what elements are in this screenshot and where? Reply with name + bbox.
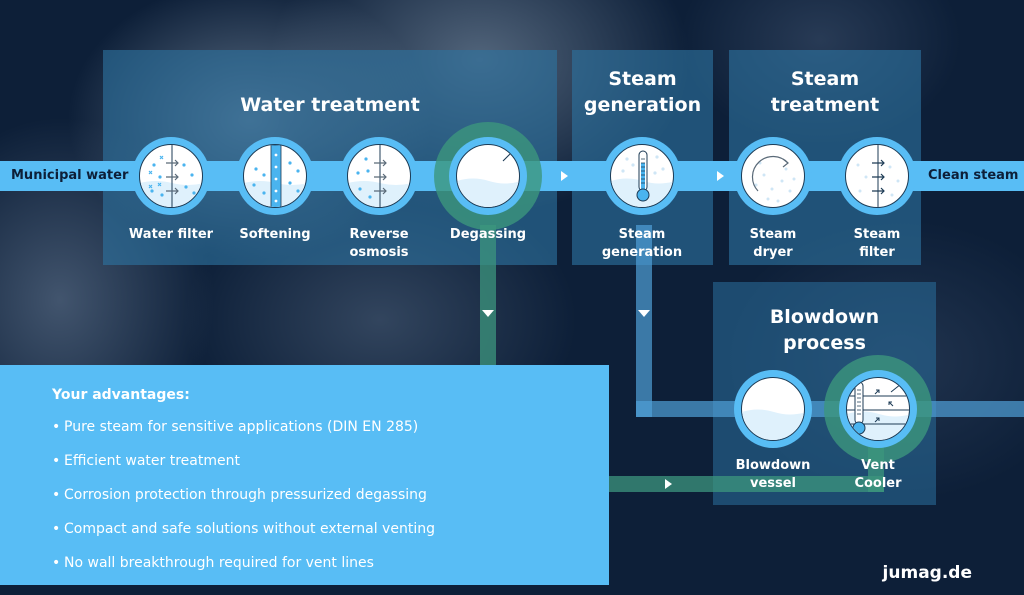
node-blowdown-vessel[interactable]	[734, 370, 812, 448]
node-reverse-osmosis[interactable]	[340, 137, 418, 215]
label-steam-filter-2: filter	[859, 245, 895, 260]
advantage-item: •Corrosion protection through pressurize…	[52, 478, 609, 512]
panel-title-steam-generation-2: generation	[583, 94, 702, 116]
filter-icon	[140, 145, 202, 207]
advantage-text: Compact and safe solutions without exter…	[64, 521, 435, 537]
label-steam-filter-1: Steam	[853, 227, 901, 242]
label-reverse-osmosis-1: Reverse	[349, 227, 409, 242]
node-steam-generation[interactable]	[603, 137, 681, 215]
municipal-water-label: Municipal water	[11, 168, 129, 183]
thermometer-icon	[611, 150, 673, 207]
flow-arrow-icon	[561, 171, 568, 181]
flow-arrow-down-icon	[482, 310, 494, 317]
node-steam-dryer[interactable]	[734, 137, 812, 215]
label-steam-dryer-1: Steam	[749, 227, 797, 242]
clean-steam-label: Clean steam	[928, 168, 1019, 183]
node-water-filter[interactable]	[132, 137, 210, 215]
advantage-text: Efficient water treatment	[64, 453, 240, 469]
advantage-item: •Pure steam for sensitive applications (…	[52, 410, 609, 444]
degassing-tank-icon	[457, 150, 519, 207]
label-reverse-osmosis-2: osmosis	[349, 245, 409, 260]
bullet-icon: •	[52, 487, 61, 503]
flow-arrow-icon	[665, 479, 672, 489]
bullet-icon: •	[52, 555, 61, 571]
panel-title-steam-generation-1: Steam	[608, 68, 677, 90]
vent-return-pipe	[609, 476, 884, 492]
filter-icon	[856, 145, 900, 207]
label-vent-cooler-2: Cooler	[854, 476, 902, 491]
advantage-text: No wall breakthrough required for vent l…	[64, 555, 374, 571]
node-steam-filter[interactable]	[838, 137, 916, 215]
panel-title-steam-treatment-1: Steam	[790, 68, 860, 90]
node-vent-cooler[interactable]	[839, 370, 917, 448]
node-degassing[interactable]	[449, 137, 527, 215]
advantages-title: Your advantages:	[52, 387, 190, 403]
panel-title-water-treatment: Water treatment	[240, 94, 420, 116]
bullet-icon: •	[52, 521, 61, 537]
flow-arrow-icon	[717, 171, 724, 181]
advantage-text: Corrosion protection through pressurized…	[64, 487, 427, 503]
heat-exchanger-icon	[847, 381, 909, 440]
panel-title-steam-treatment-2: treatment	[770, 94, 880, 116]
label-softening: Softening	[239, 227, 311, 242]
flow-arrow-down-icon	[638, 310, 650, 317]
node-softening[interactable]	[236, 137, 314, 215]
panel-title-blowdown-2: process	[783, 332, 866, 354]
advantage-item: •No wall breakthrough required for vent …	[52, 546, 609, 580]
panel-title-blowdown-1: Blowdown	[769, 306, 880, 328]
softening-icon	[244, 145, 306, 207]
rotation-arrow-icon	[751, 155, 796, 203]
label-steam-generation-2: generation	[601, 245, 683, 260]
advantage-item: •Efficient water treatment	[52, 444, 609, 478]
label-steam-generation-1: Steam	[618, 227, 666, 242]
vessel-icon	[742, 409, 804, 440]
label-vent-cooler-1: Vent	[861, 458, 895, 473]
label-blowdown-vessel-1: Blowdown	[735, 458, 811, 473]
advantage-item: •Compact and safe solutions without exte…	[52, 512, 609, 546]
advantage-text: Pure steam for sensitive applications (D…	[64, 419, 419, 435]
label-degassing: Degassing	[449, 227, 527, 242]
website-link[interactable]: jumag.de	[882, 563, 972, 583]
advantages-box: Your advantages: •Pure steam for sensiti…	[0, 365, 609, 585]
membrane-icon	[348, 145, 410, 207]
bullet-icon: •	[52, 453, 61, 469]
label-blowdown-vessel-2: vessel	[749, 476, 797, 491]
degassing-vent-pipe	[480, 225, 496, 367]
label-steam-dryer-2: dryer	[753, 245, 793, 260]
bullet-icon: •	[52, 419, 61, 435]
blowdown-pipe-vertical	[636, 225, 652, 417]
label-water-filter: Water filter	[128, 227, 214, 242]
